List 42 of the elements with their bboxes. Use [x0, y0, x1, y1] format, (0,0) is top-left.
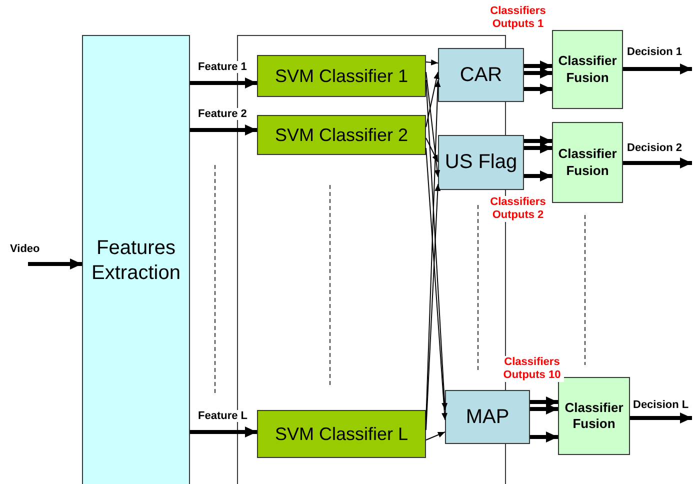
process-box: Features Extraction	[82, 35, 190, 484]
arrow	[28, 258, 82, 270]
arrow	[623, 64, 692, 74]
arrow	[190, 426, 257, 438]
arrow	[524, 136, 552, 146]
arrow	[623, 158, 692, 168]
classifier-box: SVM Classifier 2	[257, 115, 426, 155]
arrow	[530, 396, 558, 408]
fusion-box: Classifier Fusion	[558, 377, 630, 455]
arrow	[426, 184, 441, 430]
class-box: US Flag	[438, 135, 524, 190]
arrow	[426, 80, 441, 420]
arrow	[426, 138, 438, 162]
arrow	[426, 80, 448, 410]
edge-label: Feature 1	[198, 61, 247, 73]
arrow	[524, 84, 552, 94]
arrow	[426, 72, 440, 128]
arrow	[524, 60, 552, 72]
arrow	[426, 148, 448, 420]
edge-label: Decision 1	[627, 46, 682, 58]
arrow	[530, 432, 558, 442]
arrow	[524, 170, 552, 182]
classifier-box: SVM Classifier L	[257, 410, 426, 458]
arrow	[530, 404, 558, 414]
edge-label: Video	[10, 243, 40, 255]
edge-label: Decision L	[633, 399, 689, 411]
edge-label: Decision 2	[627, 142, 682, 154]
arrow	[190, 78, 257, 88]
arrow	[426, 59, 438, 66]
edge-label: Feature 2	[198, 108, 247, 120]
arrow	[190, 124, 257, 136]
classifier-box: SVM Classifier 1	[257, 55, 426, 97]
edge-label: Feature L	[198, 410, 248, 422]
class-box: CAR	[438, 48, 524, 102]
fusion-box: Classifier Fusion	[552, 122, 623, 203]
arrow	[630, 412, 692, 424]
fusion-box: Classifier Fusion	[552, 30, 623, 109]
arrow	[426, 432, 446, 440]
arrow	[426, 72, 440, 178]
arrow	[524, 142, 552, 154]
class-box: MAP	[445, 390, 530, 444]
arrow	[524, 68, 552, 78]
